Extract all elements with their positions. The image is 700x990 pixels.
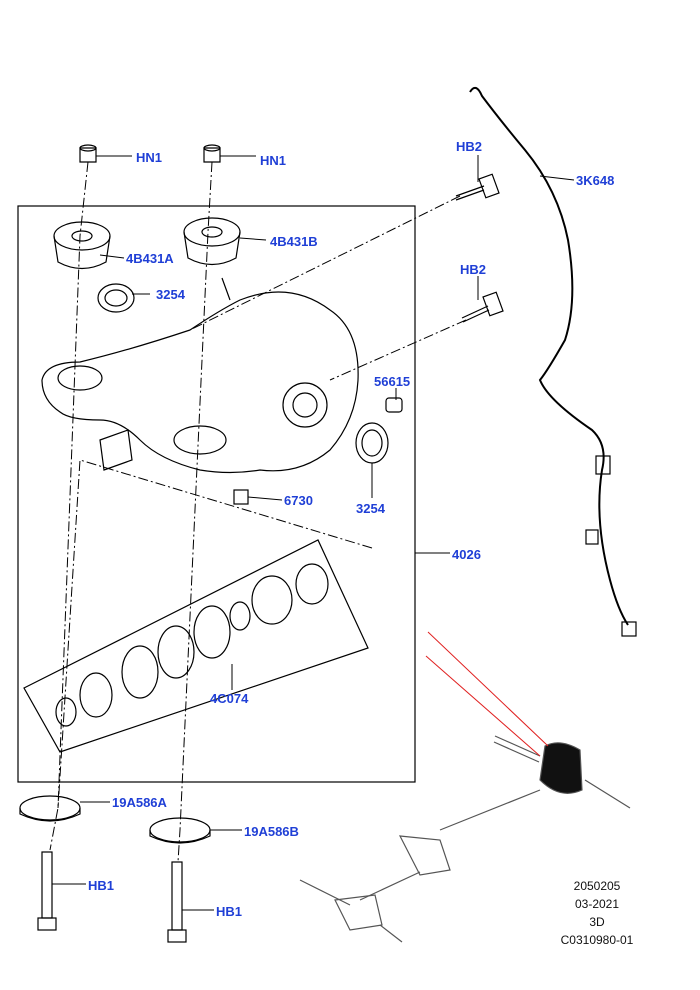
- locator-pointer: [425, 631, 549, 757]
- seal-3254-left: [97, 283, 135, 313]
- callout-3k648[interactable]: 3K648: [576, 173, 615, 188]
- info-line-2: 03-2021: [574, 897, 620, 911]
- washer-19a586a: [19, 795, 81, 822]
- nut-hn1-right: [203, 144, 221, 163]
- sensor-cable: [469, 86, 629, 626]
- callout-hb1-right[interactable]: HB1: [216, 904, 243, 919]
- callout-56615[interactable]: 56615: [374, 374, 411, 389]
- callout-hb2-upper[interactable]: HB2: [456, 139, 483, 154]
- callout-hb2-lower[interactable]: HB2: [460, 262, 487, 277]
- sensor-clip-2: [585, 529, 599, 545]
- seal-3254-right: [355, 422, 389, 464]
- bolt-hb2-upper: [455, 173, 500, 201]
- centerlines: [49, 161, 467, 863]
- plug-56615: [385, 397, 403, 413]
- info-line-3: 3D: [589, 915, 605, 929]
- callout-3254-right[interactable]: 3254: [356, 501, 385, 516]
- bolt-hb1-right: [167, 861, 187, 943]
- sensor-connector: [621, 621, 637, 637]
- differential-housing: [41, 277, 359, 474]
- callout-hn1-left[interactable]: HN1: [136, 150, 163, 165]
- nut-hn1-left: [79, 144, 97, 163]
- callout-hn1-right[interactable]: HN1: [260, 153, 287, 168]
- callout-19a586a[interactable]: 19A586A: [112, 795, 167, 810]
- callout-4c074[interactable]: 4C074: [210, 691, 249, 706]
- callout-6730[interactable]: 6730: [284, 493, 313, 508]
- drain-plug-6730: [233, 489, 249, 505]
- bearing-kit-parts: [55, 563, 329, 727]
- callout-4b431b[interactable]: 4B431B: [270, 234, 318, 249]
- bearing-kit-panel: [23, 539, 369, 753]
- bolt-hb1-left: [37, 851, 57, 931]
- callout-4026[interactable]: 4026: [452, 547, 481, 562]
- info-line-1: 2050205: [573, 879, 621, 893]
- leader-lines: [52, 155, 575, 911]
- mount-4b431b: [183, 217, 241, 266]
- callout-3254-left[interactable]: 3254: [156, 287, 185, 302]
- bolt-hb2-lower: [461, 291, 504, 323]
- info-line-4: C0310980-01: [560, 933, 634, 947]
- callout-4b431a[interactable]: 4B431A: [126, 251, 174, 266]
- locator-driveline: [299, 735, 631, 943]
- mount-4b431a: [53, 221, 111, 270]
- callout-19a586b[interactable]: 19A586B: [244, 824, 299, 839]
- assembly-frame: [17, 205, 416, 783]
- sensor-clip-1: [595, 455, 611, 475]
- callout-hb1-left[interactable]: HB1: [88, 878, 115, 893]
